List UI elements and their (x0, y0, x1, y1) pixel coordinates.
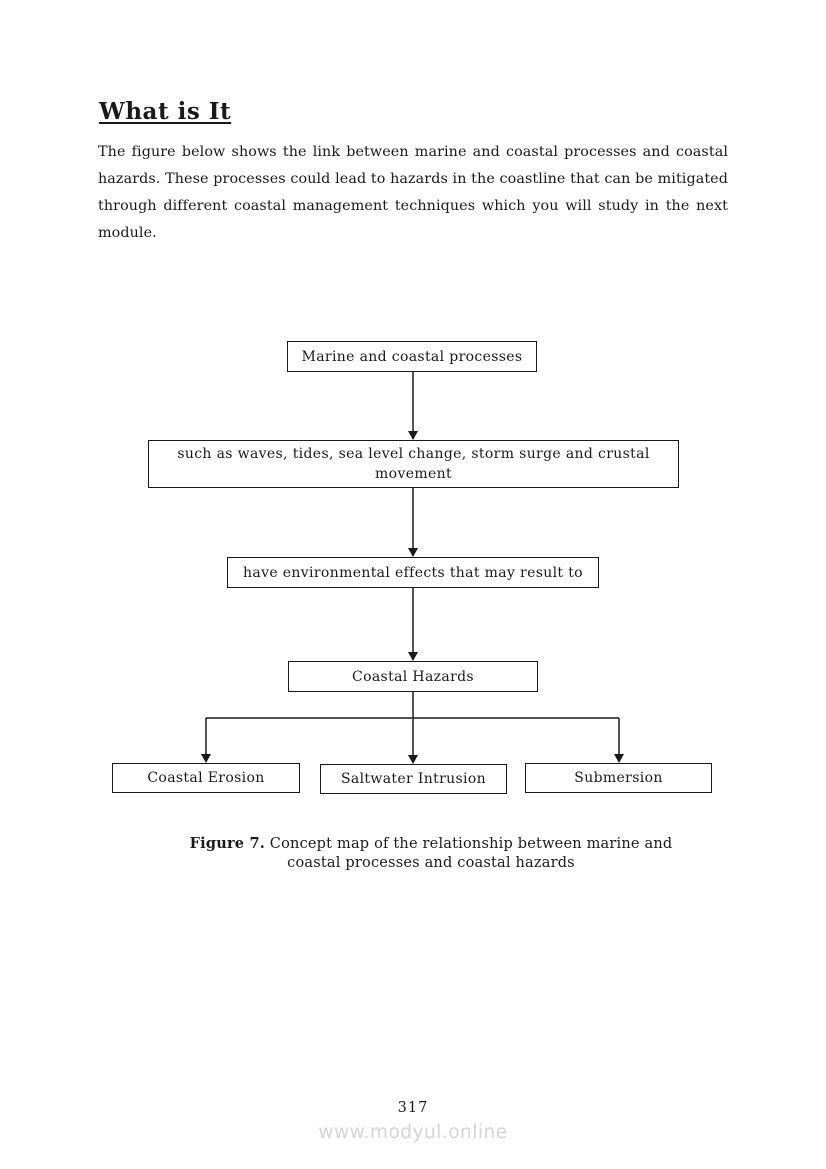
node-label: Saltwater Intrusion (340, 771, 487, 787)
node-process-examples: such as waves, tides, sea level change, … (148, 440, 679, 488)
node-label: Submersion (574, 770, 663, 786)
intro-paragraph: The figure below shows the link between … (98, 144, 728, 241)
arrow-root-to-processes (408, 371, 418, 440)
node-submersion: Submersion (525, 763, 712, 793)
arrow-effects-to-hazards (408, 588, 418, 661)
branch-connector (206, 692, 619, 719)
node-label: such as waves, tides, sea level change, … (177, 446, 650, 482)
node-label: Coastal Hazards (352, 668, 474, 685)
arrow-branch-to-intrusion (408, 718, 418, 764)
figure-caption-line2: coastal processes and coastal hazards (287, 855, 575, 871)
section-heading: What is It (99, 98, 232, 125)
node-coastal-hazards: Coastal Hazards (288, 661, 538, 692)
node-saltwater-intrusion: Saltwater Intrusion (320, 764, 507, 794)
watermark: www.modyul.online (318, 1122, 508, 1143)
arrow-branch-to-submersion (614, 718, 624, 763)
arrow-branch-to-erosion (201, 718, 211, 763)
figure-label: Figure 7. (189, 835, 265, 852)
node-label: Coastal Erosion (147, 770, 265, 786)
node-label: have environmental effects that may resu… (243, 564, 583, 581)
figure-caption-line1: Figure 7. Concept map of the relationshi… (189, 835, 673, 852)
node-environmental-effects: have environmental effects that may resu… (227, 557, 599, 588)
node-marine-coastal-processes: Marine and coastal processes (287, 341, 537, 372)
arrow-processes-to-effects (408, 488, 418, 557)
node-label: Marine and coastal processes (301, 348, 523, 365)
figure-caption: Figure 7. Concept map of the relationshi… (99, 834, 763, 873)
node-coastal-erosion: Coastal Erosion (112, 763, 300, 793)
page-number: 317 (397, 1100, 429, 1116)
